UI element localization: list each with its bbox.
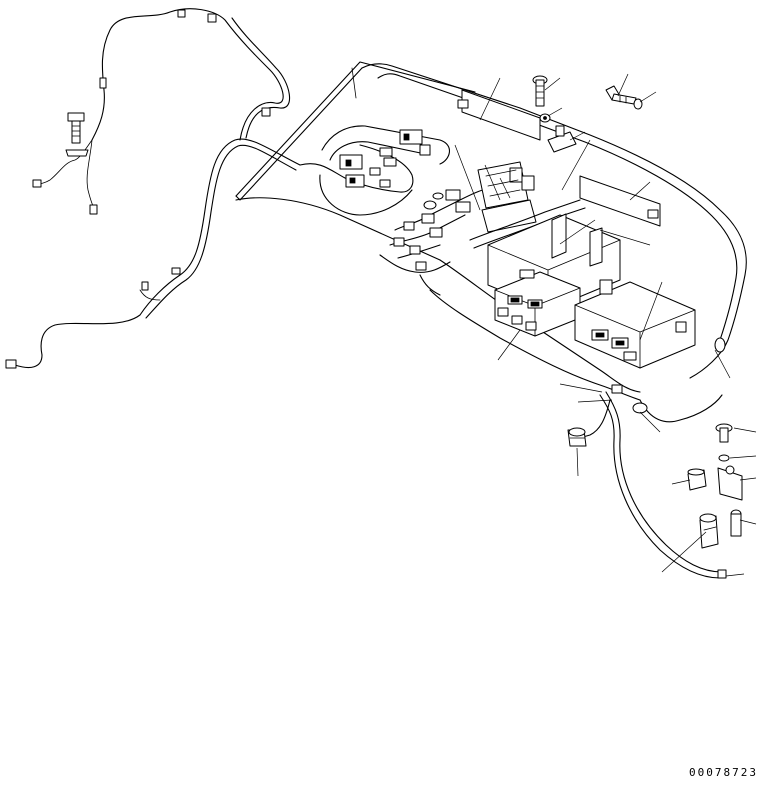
washer-top-right bbox=[633, 98, 643, 110]
switch-assembly-right bbox=[687, 423, 743, 549]
controller-box-assembly bbox=[487, 213, 696, 369]
center-connector-cluster bbox=[379, 161, 586, 273]
callout-leaders bbox=[454, 73, 757, 577]
grommet-part bbox=[567, 427, 587, 447]
bolt-top-center bbox=[532, 75, 548, 107]
upper-inner-harness bbox=[299, 67, 450, 216]
lower-right-harness bbox=[567, 337, 727, 579]
drawing-number: 00078723 bbox=[689, 766, 758, 779]
switch-body bbox=[699, 509, 742, 549]
bolt-with-clamp-left bbox=[65, 112, 89, 157]
washer-right bbox=[718, 454, 730, 462]
left-harness-branch bbox=[5, 8, 301, 369]
bracket-plate bbox=[717, 467, 743, 501]
clip-bracket bbox=[547, 125, 577, 153]
top-right-hardware bbox=[532, 75, 643, 153]
bolt-right bbox=[715, 423, 733, 443]
